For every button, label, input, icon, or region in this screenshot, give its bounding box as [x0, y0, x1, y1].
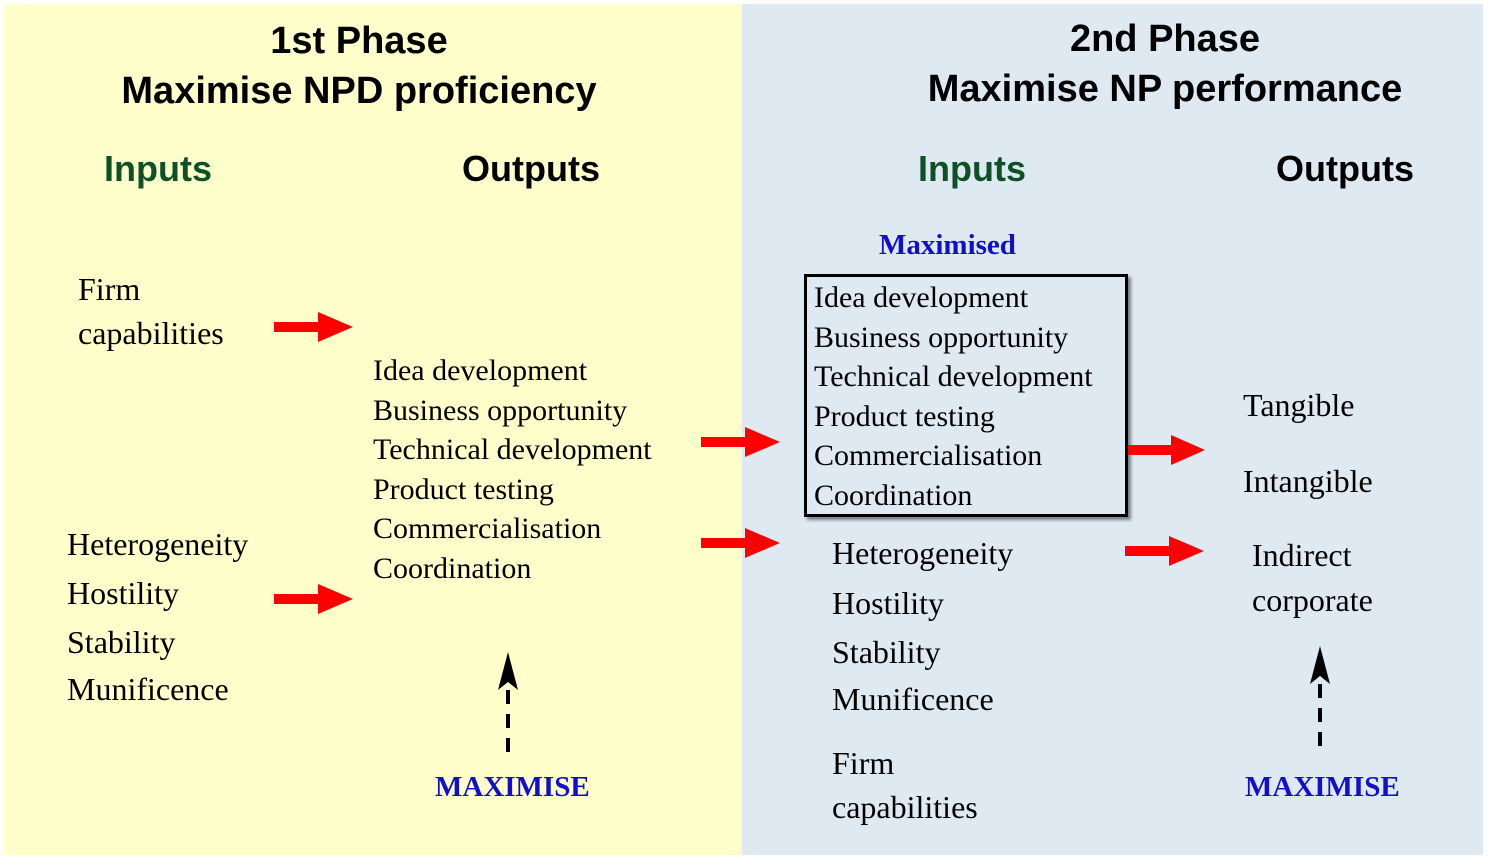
phase2-title-line1: 2nd Phase: [1069, 18, 1261, 60]
phase2-output-corporate: corporate: [1252, 582, 1373, 618]
phase2-env-stability: Stability: [832, 634, 941, 670]
maximised-box: [804, 274, 1128, 517]
phase1-title-line2: Maximise NPD proficiency: [121, 70, 597, 112]
phase1-env-heterogeneity: Heterogeneity: [67, 526, 249, 562]
arrow-right-icon: [701, 427, 780, 457]
list-item: Coordination: [373, 551, 532, 585]
list-item: Commercialisation: [373, 512, 602, 546]
phase1-outputs-header: Outputs: [462, 148, 600, 189]
dashed-up-arrow-icon: [1310, 646, 1330, 746]
list-item: Business opportunity: [814, 320, 1069, 354]
arrow-right-icon: [1125, 536, 1204, 566]
phase2-firm-line1: Firm: [832, 745, 895, 781]
phase2-firm-line2: capabilities: [832, 789, 978, 825]
phase2-output-indirect: Indirect: [1252, 537, 1352, 573]
phase1-outputs-list: Idea development Business opportunity Te…: [373, 351, 652, 589]
phase2-output-tangible: Tangible: [1243, 387, 1355, 423]
list-item: Technical development: [814, 360, 1093, 394]
arrow-right-icon: [274, 584, 353, 614]
list-item: Product testing: [373, 472, 554, 506]
phase2-env-hostility: Hostility: [832, 585, 945, 621]
dashed-up-arrow-icon: [498, 652, 518, 752]
arrow-right-icon: [274, 312, 353, 342]
phase1-env-stability: Stability: [67, 624, 176, 660]
list-item: Product testing: [814, 399, 995, 433]
list-item: Commercialisation: [814, 439, 1043, 473]
list-item: Coordination: [814, 478, 973, 512]
phase2-output-intangible: Intangible: [1243, 463, 1373, 499]
arrow-right-icon: [1128, 435, 1205, 465]
phase2-title-line2: Maximise NP performance: [927, 68, 1403, 110]
list-item: Idea development: [814, 281, 1029, 314]
list-item: Idea development: [373, 354, 588, 387]
phase2-panel: [742, 4, 1483, 855]
phase2-maximise-label: MAXIMISE: [1245, 771, 1400, 803]
list-item: Business opportunity: [373, 393, 628, 427]
list-item: Technical development: [373, 433, 652, 467]
phase2-maximised-list: Idea development Business opportunity Te…: [814, 278, 1093, 516]
phase1-firm-line2: capabilities: [78, 315, 224, 351]
phase1-env-hostility: Hostility: [67, 575, 180, 611]
phase2-outputs-header: Outputs: [1276, 148, 1414, 189]
phase1-inputs-header: Inputs: [104, 148, 212, 189]
phase2-env-heterogeneity: Heterogeneity: [832, 535, 1014, 571]
phase1-title-line1: 1st Phase: [270, 20, 448, 62]
arrow-right-icon: [701, 528, 780, 558]
phase1-panel: [4, 4, 742, 855]
phase1-env-munificence: Munificence: [67, 671, 229, 707]
phase2-env-munificence: Munificence: [832, 681, 994, 717]
phase2-maximised-label: Maximised: [879, 229, 1016, 261]
phase1-firm-line1: Firm: [78, 271, 141, 307]
phase1-maximise-label: MAXIMISE: [435, 771, 590, 803]
phase2-inputs-header: Inputs: [918, 148, 1026, 189]
